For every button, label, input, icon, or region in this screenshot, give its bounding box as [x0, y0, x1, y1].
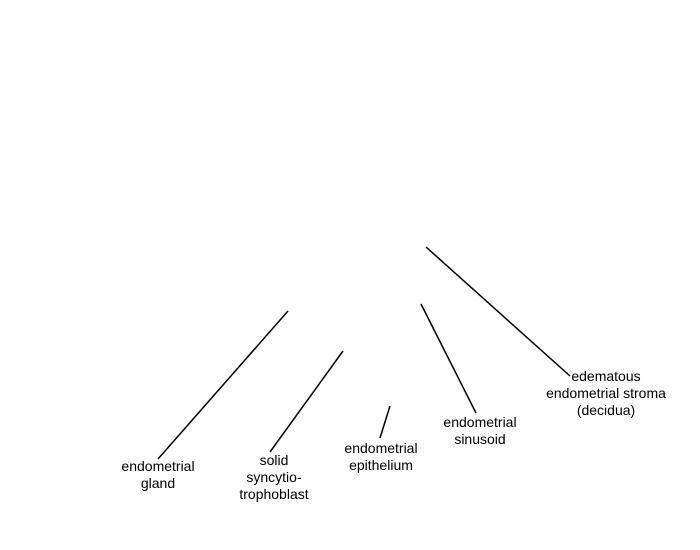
label-line: syncytio- [246, 469, 302, 485]
label-line: endometrial [443, 414, 517, 430]
label-solid-syncytiotrophoblast: solid syncytio- trophoblast [224, 452, 324, 503]
label-line: endometrial [344, 440, 418, 456]
label-line: gland [140, 475, 176, 491]
leader-line-endometrial-epithelium [379, 405, 391, 439]
label-line: epithelium [349, 457, 413, 473]
leader-line-endometrial-sinusoid [420, 303, 477, 414]
leader-line-syncytiotrophoblast [269, 350, 344, 453]
label-line: endometrial stroma [546, 385, 666, 401]
label-line: endometrial [121, 458, 195, 474]
label-line: edematous [571, 368, 641, 384]
label-endometrial-sinusoid: endometrial sinusoid [430, 414, 530, 448]
label-endometrial-gland: endometrial gland [108, 458, 208, 492]
leader-line-endometrial-gland [157, 310, 289, 460]
label-line: sinusoid [454, 431, 506, 447]
label-line: (decidua) [576, 402, 636, 418]
label-edematous-endometrial-stroma: edematous endometrial stroma (decidua) [536, 368, 676, 419]
label-endometrial-epithelium: endometrial epithelium [326, 440, 436, 474]
label-line: solid [259, 452, 289, 468]
leader-line-edematous-stroma [425, 246, 571, 377]
label-line: trophoblast [239, 486, 309, 502]
